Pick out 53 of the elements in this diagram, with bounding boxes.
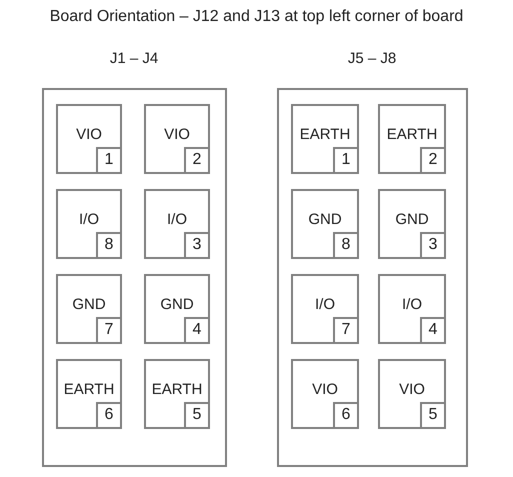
pin-number: 3 — [420, 232, 444, 257]
pin-number: 7 — [333, 317, 357, 342]
pin-label: GND — [160, 296, 194, 313]
pin-label: EARTH — [152, 381, 202, 398]
connector-label: J5 – J8 — [348, 50, 396, 67]
pin-box — [291, 274, 359, 344]
connector-label: J1 – J4 — [110, 50, 158, 67]
pin-box — [291, 104, 359, 174]
pin-label: VIO — [312, 381, 338, 398]
pin-box — [378, 359, 446, 429]
connector-housing — [277, 88, 468, 467]
pin-label: VIO — [164, 126, 190, 143]
pin-number: 1 — [96, 147, 120, 172]
pin-box — [144, 359, 210, 429]
pin-number: 8 — [96, 232, 120, 257]
pin-number: 4 — [420, 317, 444, 342]
pin-label: GND — [308, 211, 342, 228]
pin-number: 2 — [420, 147, 444, 172]
pin-box — [56, 189, 122, 259]
pin-number: 8 — [333, 232, 357, 257]
pin-box — [378, 104, 446, 174]
pin-box — [56, 274, 122, 344]
pin-number: 5 — [184, 402, 208, 427]
pin-label: VIO — [76, 126, 102, 143]
pin-box — [291, 189, 359, 259]
pin-box — [291, 359, 359, 429]
pin-label: GND — [72, 296, 106, 313]
pin-label: I/O — [167, 211, 187, 228]
pin-label: I/O — [402, 296, 422, 313]
pin-label: I/O — [315, 296, 335, 313]
title: Board Orientation – J12 and J13 at top left corner of board — [50, 8, 464, 26]
pin-number: 3 — [184, 232, 208, 257]
pin-box — [144, 274, 210, 344]
pin-number: 7 — [96, 317, 120, 342]
connector-housing — [42, 88, 227, 467]
pin-label: GND — [395, 211, 429, 228]
pin-number: 6 — [96, 402, 120, 427]
pin-box — [56, 104, 122, 174]
pin-number: 4 — [184, 317, 208, 342]
pin-box — [56, 359, 122, 429]
pin-number: 6 — [333, 402, 357, 427]
pin-label: EARTH — [386, 126, 438, 143]
pin-number: 5 — [420, 402, 444, 427]
pin-label: VIO — [399, 381, 425, 398]
pin-box — [378, 189, 446, 259]
pin-number: 2 — [184, 147, 208, 172]
pin-label: EARTH — [300, 126, 350, 143]
pin-box — [144, 104, 210, 174]
pin-label: EARTH — [64, 381, 114, 398]
pin-box — [144, 189, 210, 259]
pin-label: I/O — [79, 211, 99, 228]
pin-box — [378, 274, 446, 344]
pin-number: 1 — [333, 147, 357, 172]
